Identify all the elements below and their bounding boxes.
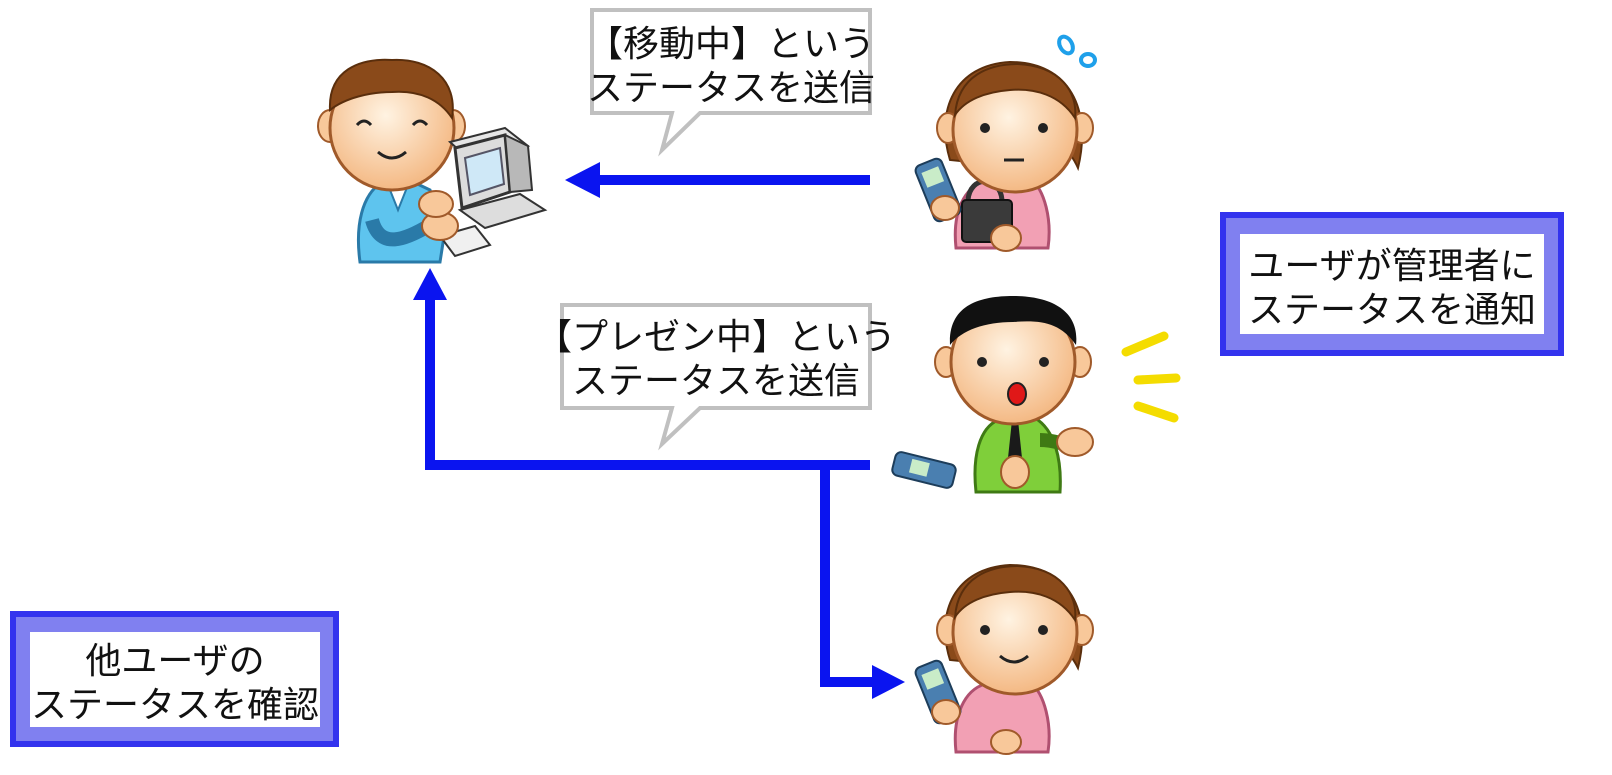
bubble-moving-line2: ステータスを送信 — [587, 68, 875, 109]
admin-hair — [328, 58, 454, 121]
bubble-presenting: 【プレゼン中】という ステータスを送信 — [536, 303, 896, 451]
bubble-presenting-line1: 【プレゼン中】という — [536, 317, 896, 358]
bubble-moving: 【移動中】という ステータスを送信 — [587, 8, 875, 157]
box-notify-admin: ユーザが管理者に ステータスを通知 — [1220, 212, 1564, 356]
arrow-moving-status — [565, 162, 870, 198]
man-presenting-figure — [891, 296, 1181, 494]
woman-bottom-figure — [914, 563, 1094, 755]
computer-icon — [438, 126, 548, 258]
woman-top-figure — [914, 34, 1097, 252]
man-hair — [949, 296, 1077, 345]
sweat-icon — [1057, 34, 1097, 68]
arrow-status-to-user — [820, 465, 905, 699]
box-confirm-status: 他ユーザの ステータスを確認 — [10, 611, 339, 747]
admin-figure — [317, 58, 548, 264]
arrow-presenting-status — [413, 268, 870, 470]
box-notify-line2: ステータスを通知 — [1248, 290, 1536, 331]
box-confirm-line1: 他ユーザの — [85, 641, 264, 682]
bubble-presenting-line2: ステータスを送信 — [572, 361, 860, 402]
box-confirm-line2: ステータスを確認 — [31, 685, 319, 726]
box-notify-line1: ユーザが管理者に — [1248, 246, 1535, 287]
excitement-icon — [1121, 331, 1181, 423]
phone-icon — [891, 451, 957, 489]
bubble-moving-line1: 【移動中】という — [587, 24, 875, 65]
